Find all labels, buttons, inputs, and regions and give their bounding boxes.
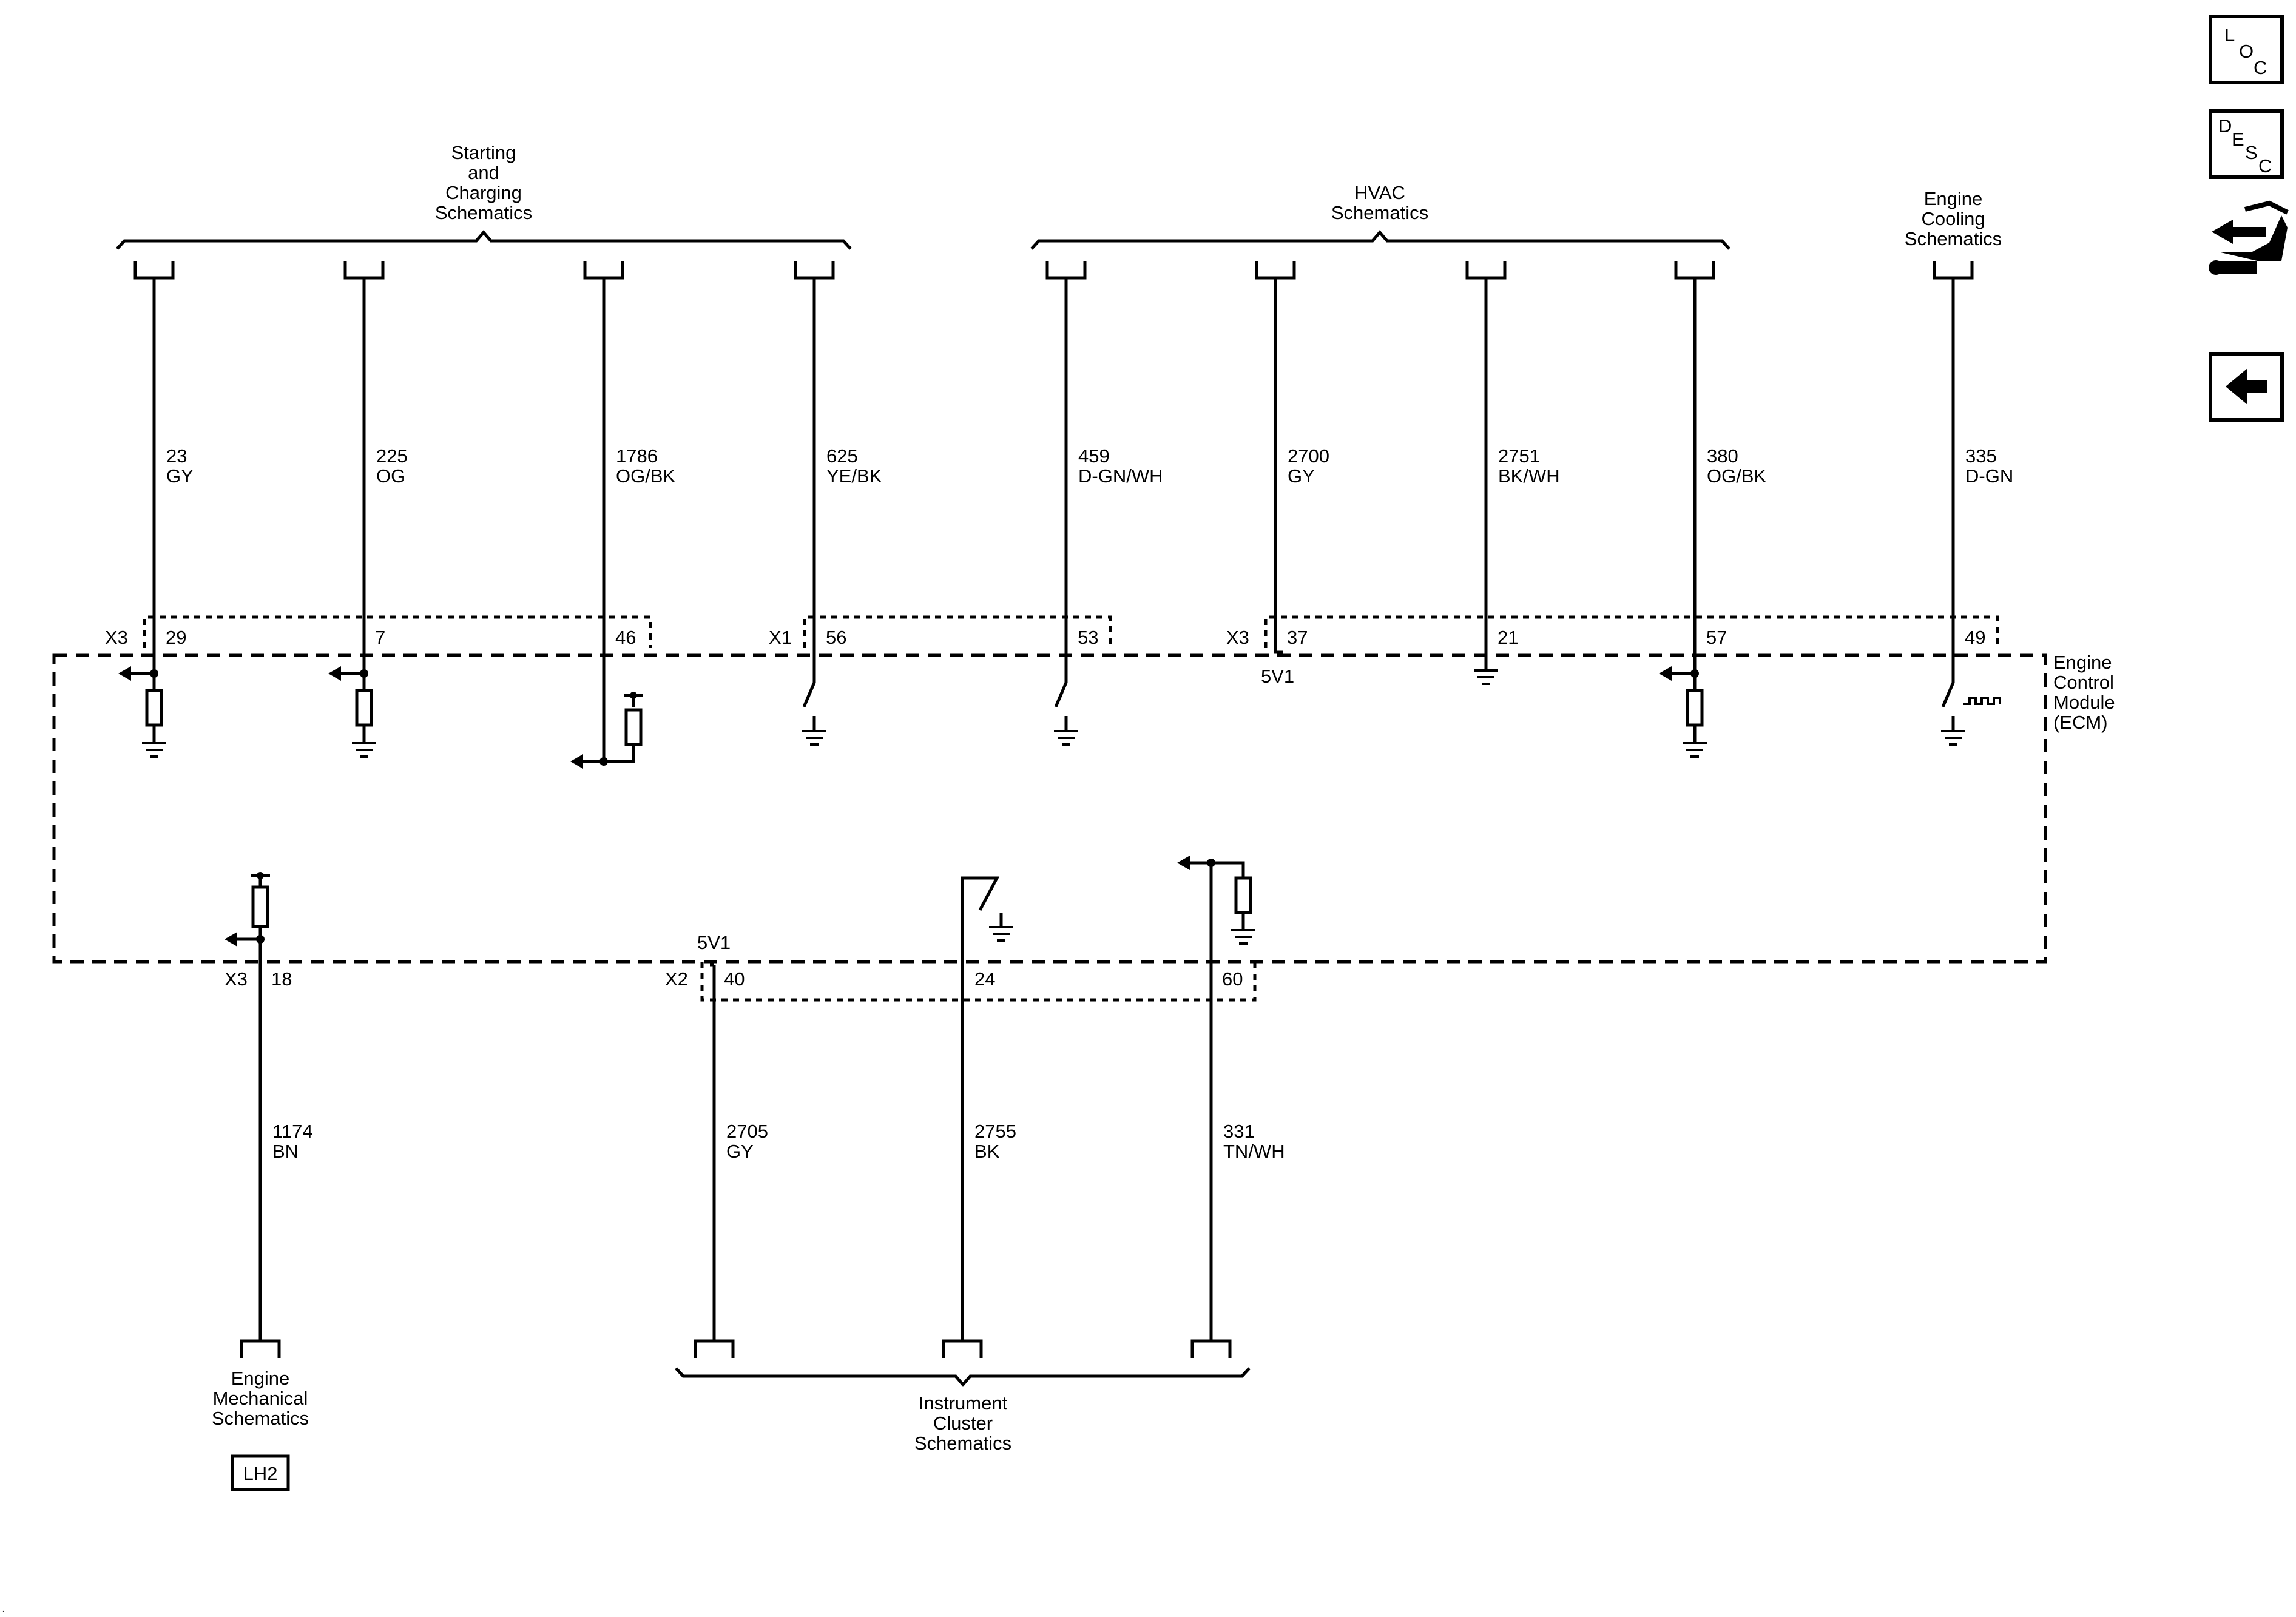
- connector-id: X1: [769, 627, 792, 648]
- wire-color: BK/WH: [1498, 465, 1560, 487]
- wire-color: GY: [1288, 465, 1315, 487]
- group-title-line: Instrument: [919, 1393, 1008, 1414]
- group-title-line: Mechanical: [213, 1388, 308, 1409]
- ecm-label-line: Control: [2053, 672, 2114, 693]
- group-title-line: Cluster: [933, 1413, 993, 1434]
- location-button[interactable]: L O C: [2209, 15, 2284, 84]
- group-title-line: Engine: [1924, 188, 1983, 209]
- circuit-number: 2751: [1498, 445, 1540, 467]
- circuit-number: 459: [1078, 445, 1110, 467]
- group-title-line: HVAC: [1354, 182, 1405, 203]
- circuit-number: 1786: [616, 445, 658, 467]
- pin-number: 24: [974, 968, 995, 990]
- instrument-cluster-group[interactable]: Instrument Cluster Schematics: [675, 1367, 1251, 1454]
- circuit-number: 1174: [272, 1121, 313, 1142]
- ecm-label-line: Module: [2053, 692, 2115, 713]
- connector-id: X3: [105, 627, 128, 648]
- top-wires: [152, 278, 1955, 761]
- desc-letter: E: [2232, 129, 2244, 150]
- loc-letter: O: [2239, 41, 2254, 62]
- engine-mechanical-group[interactable]: Engine Mechanical Schematics: [212, 1368, 309, 1429]
- top-terminals: [135, 261, 1972, 278]
- pin-number: 46: [615, 627, 636, 648]
- connector-id: X2: [665, 968, 688, 990]
- wire-color: GY: [726, 1141, 754, 1162]
- pin-number: 60: [1222, 968, 1243, 990]
- group-title-line: Engine: [231, 1368, 290, 1389]
- engine-cooling-group[interactable]: Engine Cooling Schematics: [1905, 188, 2002, 249]
- circuit-number: 2700: [1288, 445, 1329, 467]
- wire-color: D-GN/WH: [1078, 465, 1163, 487]
- ecm-label-line: Engine: [2053, 652, 2112, 673]
- pin-number: 49: [1965, 627, 1985, 648]
- pin-number: 21: [1497, 627, 1518, 648]
- ecm-label-line: (ECM): [2053, 712, 2108, 733]
- bottom-connectors: X3 X2 18 40 24 60 5V1: [225, 932, 1257, 1002]
- wire-color: BK: [974, 1141, 1000, 1162]
- ecm-module[interactable]: Engine Control Module (ECM): [52, 652, 2115, 964]
- loc-letter: L: [2224, 24, 2235, 46]
- group-title-line: Schematics: [212, 1408, 309, 1429]
- circuit-number: 225: [376, 445, 408, 467]
- description-button[interactable]: D E S C: [2209, 109, 2284, 179]
- pin-number: 29: [166, 627, 186, 648]
- group-title-line: Schematics: [1905, 228, 2002, 249]
- pin-number: 53: [1078, 627, 1098, 648]
- loc-letter: C: [2254, 57, 2267, 78]
- group-title-line: Schematics: [1331, 202, 1428, 223]
- bottom-terminals: [240, 1339, 1232, 1358]
- location-badge[interactable]: LH2: [231, 1454, 290, 1491]
- wire-color: OG: [376, 465, 405, 487]
- ecm-internal-bottom: [225, 856, 1255, 1341]
- connector-id: X3: [1226, 627, 1249, 648]
- pin-number: 37: [1287, 627, 1308, 648]
- wire-color: BN: [272, 1141, 299, 1162]
- circuit-number: 2755: [974, 1121, 1016, 1142]
- corner-mark: .: [2, 1607, 4, 1613]
- location-code: LH2: [243, 1463, 278, 1484]
- group-title-line: Starting: [451, 142, 516, 163]
- group-title-line: Schematics: [914, 1433, 1011, 1454]
- wire-color: GY: [166, 465, 194, 487]
- connector-tool-icon[interactable]: [2209, 200, 2289, 275]
- circuit-number: 380: [1707, 445, 1738, 467]
- circuit-number: 625: [826, 445, 858, 467]
- circuit-number: 335: [1965, 445, 1997, 467]
- pin-number: 56: [826, 627, 846, 648]
- circuit-number: 23: [166, 445, 187, 467]
- pin-number: 57: [1706, 627, 1727, 648]
- desc-letter: S: [2245, 142, 2258, 163]
- pin-number: 18: [271, 968, 292, 990]
- desc-letter: C: [2258, 155, 2272, 177]
- pin-number: 7: [375, 627, 385, 648]
- group-title-line: Schematics: [435, 202, 532, 223]
- wire-color: D-GN: [1965, 465, 2013, 487]
- group-title-line: Cooling: [1921, 208, 1985, 229]
- 5v-reference-label: 5V1: [697, 932, 731, 953]
- hvac-group[interactable]: HVAC Schematics: [1030, 182, 1730, 250]
- pin-number: 40: [724, 968, 745, 990]
- connector-id: X3: [225, 968, 248, 990]
- wire-color: OG/BK: [616, 465, 676, 487]
- wire-color: OG/BK: [1707, 465, 1767, 487]
- group-title-line: and: [468, 162, 499, 183]
- desc-letter: D: [2218, 115, 2232, 137]
- ecm-internal-components: [118, 666, 2001, 769]
- circuit-number: 331: [1223, 1121, 1255, 1142]
- top-connectors: X3 X1 X3 29 7 46 56 53 37 21 57 49: [105, 615, 1999, 648]
- circuit-number: 2705: [726, 1121, 768, 1142]
- wire-color: YE/BK: [826, 465, 882, 487]
- wire-color: TN/WH: [1223, 1141, 1285, 1162]
- starting-charging-group[interactable]: Starting and Charging Schematics: [116, 142, 852, 250]
- left-arrow-icon[interactable]: [2209, 352, 2284, 422]
- bottom-wires: [258, 863, 1213, 1341]
- group-title-line: Charging: [445, 182, 522, 203]
- top-wire-labels: 23 GY 225 OG 1786 OG/BK 625 YE/BK 459 D-…: [166, 445, 2013, 487]
- 5v-reference-label: 5V1: [1261, 666, 1294, 687]
- bottom-wire-labels: 1174 BN 2705 GY 2755 BK 331 TN/WH: [272, 1121, 1285, 1162]
